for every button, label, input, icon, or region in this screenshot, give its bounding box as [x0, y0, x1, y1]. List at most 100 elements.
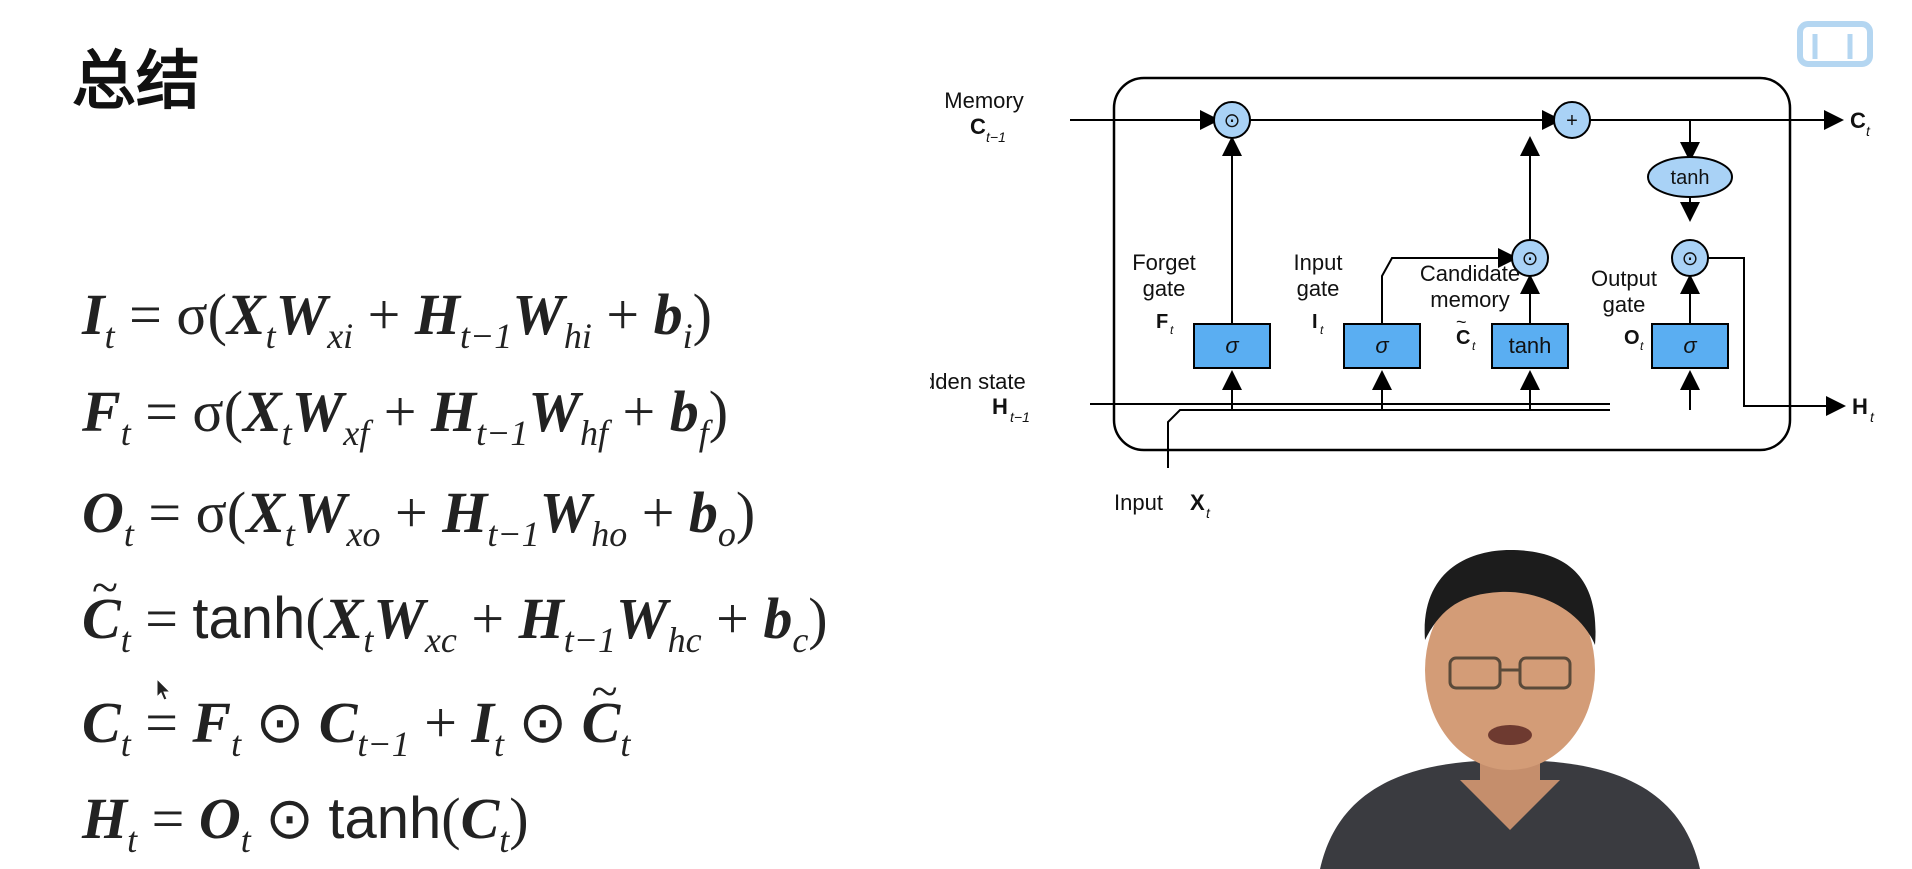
equation-input-gate: It = σ(XtWxi + Ht−1Whi + bi): [82, 282, 712, 356]
svg-text:σ: σ: [1375, 333, 1389, 358]
svg-text:⊙: ⊙: [1522, 248, 1539, 270]
equation-candidate-memory: Ct = tanh(XtWxc + Ht−1Whc + bc): [82, 564, 828, 658]
eq-sub: xi: [327, 316, 354, 356]
equation-memory-cell: Ct = Ft ⊙ Ct−1 + It ⊙ Ct: [82, 668, 630, 762]
eq-var: C: [582, 668, 621, 752]
input-gate-var: I: [1312, 311, 1318, 333]
eq-sub: t: [363, 620, 374, 660]
eq-sub: t: [104, 316, 115, 356]
eq-var: C: [318, 690, 358, 755]
eq-fn: σ: [176, 282, 208, 347]
eq-sub: i: [682, 316, 693, 356]
output-gate-var: O: [1624, 327, 1640, 349]
input-gate-label: Input: [1294, 250, 1343, 275]
forget-gate-box: σ: [1193, 323, 1271, 369]
eq-sub: f: [698, 413, 709, 453]
output-gate-box: σ: [1651, 323, 1729, 369]
svg-text:σ: σ: [1225, 333, 1239, 358]
candidate-var: C: [1456, 327, 1470, 349]
input-gate-sub: t: [1320, 323, 1324, 337]
watermark-logo-icon: [1797, 21, 1873, 67]
eq-sub: xc: [424, 620, 457, 660]
eq-sub: hc: [667, 620, 702, 660]
eq-sub: t: [127, 820, 138, 860]
eq-lhs: I: [82, 282, 105, 347]
eq-sub: t: [120, 413, 131, 453]
input-gate-label: gate: [1297, 276, 1340, 301]
eq-fn: σ: [195, 480, 227, 545]
eq-sub: ho: [591, 514, 628, 554]
eq-sub: o: [717, 514, 736, 554]
hidden-sub: t−1: [1010, 409, 1030, 425]
eq-lhs: F: [82, 379, 121, 444]
eq-var: C: [460, 786, 500, 851]
forget-gate-label: gate: [1143, 276, 1186, 301]
memory-label: Memory: [944, 88, 1023, 113]
forget-gate-sub: t: [1170, 323, 1174, 337]
eq-sub: hi: [563, 316, 592, 356]
eq-sub: xf: [343, 413, 370, 453]
eq-fn: σ: [192, 379, 224, 444]
forget-gate-label: Forget: [1132, 250, 1196, 275]
candidate-label: memory: [1430, 287, 1509, 312]
equation-output-gate: Ot = σ(XtWxo + Ht−1Who + bo): [82, 480, 756, 554]
eq-sub: t−1: [563, 620, 617, 660]
hidden-label: Hidden state: [930, 369, 1026, 394]
eq-sub: t: [231, 724, 242, 764]
output-c-sub: t: [1866, 123, 1871, 139]
svg-text:tanh: tanh: [1671, 167, 1710, 189]
lstm-diagram: ⊙ + ⊙ ⊙ tanh σ σ tanh σ Memory C t−1 C t…: [930, 76, 1875, 521]
eq-lhs: O: [82, 480, 124, 545]
candidate-box: tanh: [1491, 323, 1569, 369]
eq-sub: hf: [580, 413, 609, 453]
cell-boundary: [1112, 76, 1792, 452]
svg-text:tanh: tanh: [1509, 333, 1552, 358]
eq-fn: tanh: [192, 586, 306, 651]
eq-fn: tanh: [328, 786, 442, 851]
eq-sub: c: [792, 620, 809, 660]
hidden-var: H: [992, 394, 1008, 419]
eq-lhs: C: [82, 690, 121, 755]
eq-var: O: [198, 786, 241, 851]
svg-text:+: +: [1566, 110, 1578, 132]
eq-sub: xo: [346, 514, 381, 554]
eq-var: F: [192, 690, 232, 755]
forget-gate-var: F: [1156, 311, 1168, 333]
candidate-label: Candidate: [1420, 261, 1520, 286]
eq-sub: t−1: [487, 514, 540, 554]
input-var: X: [1190, 490, 1205, 515]
eq-sub: t: [120, 620, 131, 660]
input-gate-box: σ: [1343, 323, 1421, 369]
speaker-video: [1320, 550, 1700, 869]
eq-sub: t: [281, 413, 292, 453]
tilde-mark: ~: [1456, 312, 1467, 332]
mouse-cursor-icon: [156, 678, 172, 701]
equation-hidden-state: Ht = Ot ⊙ tanh(Ct): [82, 786, 529, 860]
eq-sub: t: [123, 514, 134, 554]
eq-sub: t: [494, 724, 505, 764]
slide-title: 总结: [72, 45, 200, 119]
memory-var: C: [970, 114, 986, 139]
output-gate-label: gate: [1603, 292, 1646, 317]
tanh-node: tanh: [1647, 156, 1733, 198]
equation-forget-gate: Ft = σ(XtWxf + Ht−1Whf + bf): [82, 379, 729, 453]
eq-sub: t−1: [357, 724, 410, 764]
eq-sub: t: [620, 724, 631, 764]
eq-sub: t: [265, 316, 276, 356]
forget-product-node: ⊙: [1213, 101, 1251, 139]
eq-sub: t: [120, 724, 131, 764]
memory-sub: t−1: [986, 129, 1006, 145]
eq-sub: t−1: [476, 413, 529, 453]
input-label: Input: [1114, 490, 1163, 515]
eq-lhs: H: [82, 786, 128, 851]
eq-sub: t: [499, 820, 510, 860]
eq-sub: t−1: [460, 316, 513, 356]
candidate-sub: t: [1472, 339, 1476, 353]
output-h-sub: t: [1870, 409, 1875, 425]
output-h-var: H: [1852, 394, 1868, 419]
svg-text:⊙: ⊙: [1682, 248, 1699, 270]
input-product-node: ⊙: [1511, 239, 1549, 277]
plus-node: +: [1553, 101, 1591, 139]
output-c-var: C: [1850, 108, 1866, 133]
output-gate-label: Output: [1591, 266, 1657, 291]
